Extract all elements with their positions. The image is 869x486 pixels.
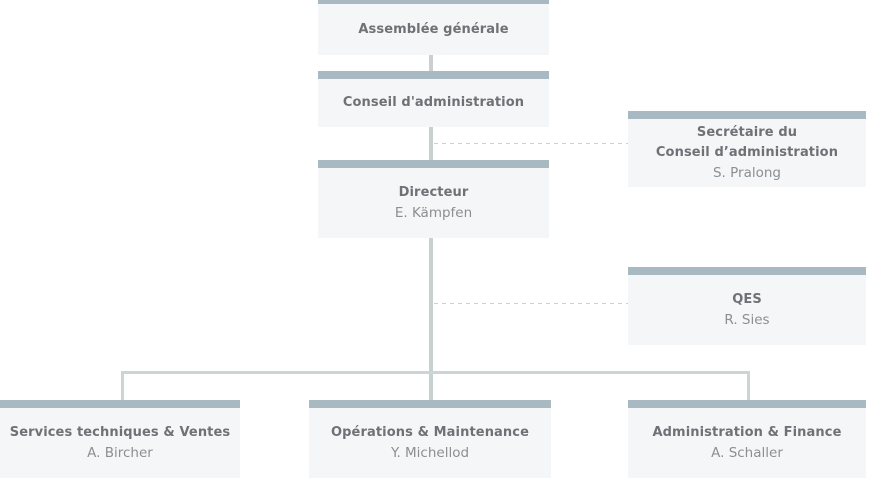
org-box-qes: QES R. Sies — [628, 267, 866, 345]
box-title: Assemblée générale — [358, 21, 509, 37]
box-person-name: S. Pralong — [712, 164, 781, 181]
connector-drop-services — [121, 371, 124, 400]
box-person-name: R. Sies — [724, 311, 770, 328]
connector-conseil-directeur — [429, 127, 433, 160]
box-header-bar — [628, 111, 866, 119]
connector-directeur-down — [429, 238, 433, 400]
box-body: Conseil d'administration — [318, 79, 549, 127]
box-header-bar — [628, 400, 866, 408]
box-person-name: E. Kämpfen — [394, 204, 473, 221]
org-box-operations-maintenance: Opérations & Maintenance Y. Michellod — [309, 400, 551, 478]
box-body: Administration & Finance A. Schaller — [628, 408, 866, 478]
box-header-bar — [0, 400, 240, 408]
box-header-bar — [318, 71, 549, 79]
box-title: Services techniques & Ventes — [9, 424, 231, 440]
box-body: Secrétaire du Conseil d’administration S… — [628, 119, 866, 187]
box-body: Directeur E. Kämpfen — [318, 168, 549, 238]
box-person-name: A. Schaller — [711, 444, 783, 461]
org-box-conseil-administration: Conseil d'administration — [318, 71, 549, 127]
box-body: QES R. Sies — [628, 275, 866, 345]
connector-assemblee-conseil — [429, 55, 433, 71]
connector-branch-horizontal — [121, 371, 750, 374]
box-header-bar — [318, 160, 549, 168]
box-title: Directeur — [398, 184, 469, 200]
box-title: QES — [732, 291, 762, 307]
box-title: Opérations & Maintenance — [331, 424, 529, 440]
org-box-directeur: Directeur E. Kämpfen — [318, 160, 549, 238]
org-box-administration-finance: Administration & Finance A. Schaller — [628, 400, 866, 478]
org-box-services-techniques-ventes: Services techniques & Ventes A. Bircher — [0, 400, 240, 478]
box-body: Assemblée générale — [318, 4, 549, 55]
box-header-bar — [628, 267, 866, 275]
dashed-connector-qes — [434, 303, 628, 305]
box-body: Services techniques & Ventes A. Bircher — [0, 408, 240, 478]
org-box-secretaire-conseil: Secrétaire du Conseil d’administration S… — [628, 111, 866, 187]
box-header-bar — [318, 0, 549, 4]
box-title-line2: Conseil d’administration — [655, 144, 839, 160]
box-title: Administration & Finance — [652, 424, 842, 440]
box-person-name: Y. Michellod — [390, 444, 470, 461]
box-header-bar — [309, 400, 551, 408]
connector-drop-administration — [747, 371, 750, 400]
dashed-connector-secretaire — [434, 143, 628, 145]
box-title: Conseil d'administration — [342, 95, 525, 110]
box-title-line1: Secrétaire du — [696, 124, 798, 140]
box-body: Opérations & Maintenance Y. Michellod — [309, 408, 551, 478]
box-person-name: A. Bircher — [87, 444, 153, 461]
org-box-assemblee-generale: Assemblée générale — [318, 0, 549, 55]
